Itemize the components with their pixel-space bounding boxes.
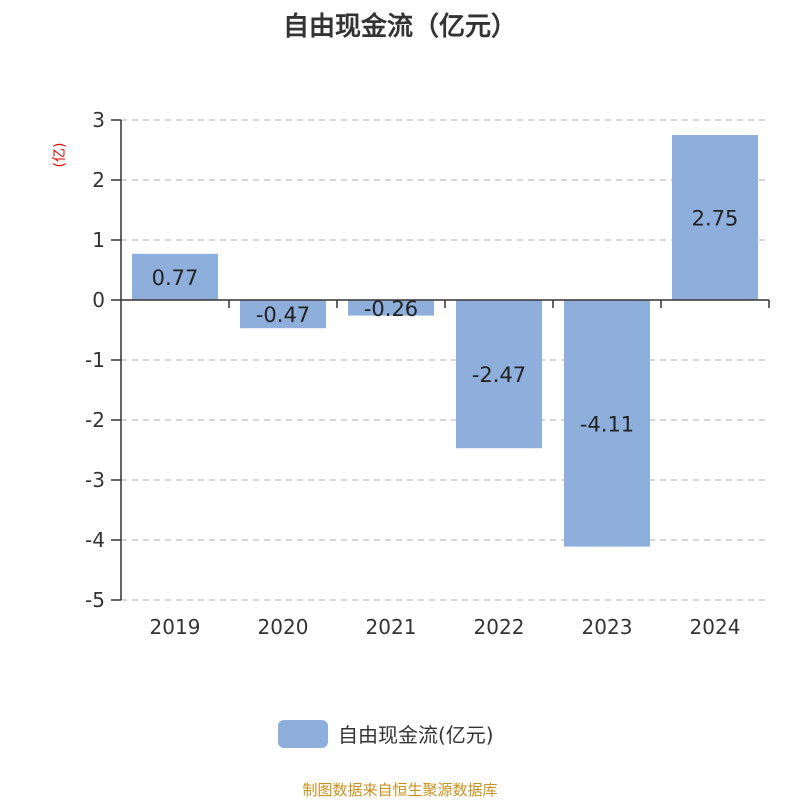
y-tick-label: 2 [92,168,105,192]
source-note: 制图数据来自恒生聚源数据库 [302,781,498,799]
x-tick-label: 2020 [258,615,309,639]
y-tick-label: 0 [92,288,105,312]
y-tick-label: 1 [92,228,105,252]
x-tick-label: 2023 [582,615,633,639]
bar-2019 [132,253,218,300]
y-tick-label: -4 [85,528,105,552]
data-label: -2.47 [472,363,526,387]
bar-2022 [456,300,542,449]
bar-2021 [348,300,434,316]
x-tick-label: 2022 [474,615,525,639]
y-tick-label: -1 [85,348,105,372]
bar-2023 [564,300,650,547]
chart-title: 自由现金流（亿元） [282,12,517,42]
y-tick-label: 3 [92,108,105,132]
data-label: -4.11 [580,412,634,436]
legend-label: 自由现金流(亿元) [338,723,494,747]
x-tick-label: 2019 [150,615,201,639]
legend-swatch [278,719,328,748]
data-label: -0.26 [364,297,418,321]
x-tick-label: 2024 [690,615,741,639]
data-label: 0.77 [152,266,199,290]
bar-2020 [240,300,326,329]
legend[interactable]: 自由现金流(亿元) [278,719,494,748]
y-tick-label: -2 [85,408,105,432]
x-tick-label: 2021 [366,615,417,639]
bar-2024 [672,135,758,300]
y-tick-label: -3 [85,468,105,492]
data-label: -0.47 [256,303,310,327]
y-tick-label: -5 [85,588,105,612]
y-axis-label: (亿) [52,143,68,168]
data-label: 2.75 [692,207,739,231]
